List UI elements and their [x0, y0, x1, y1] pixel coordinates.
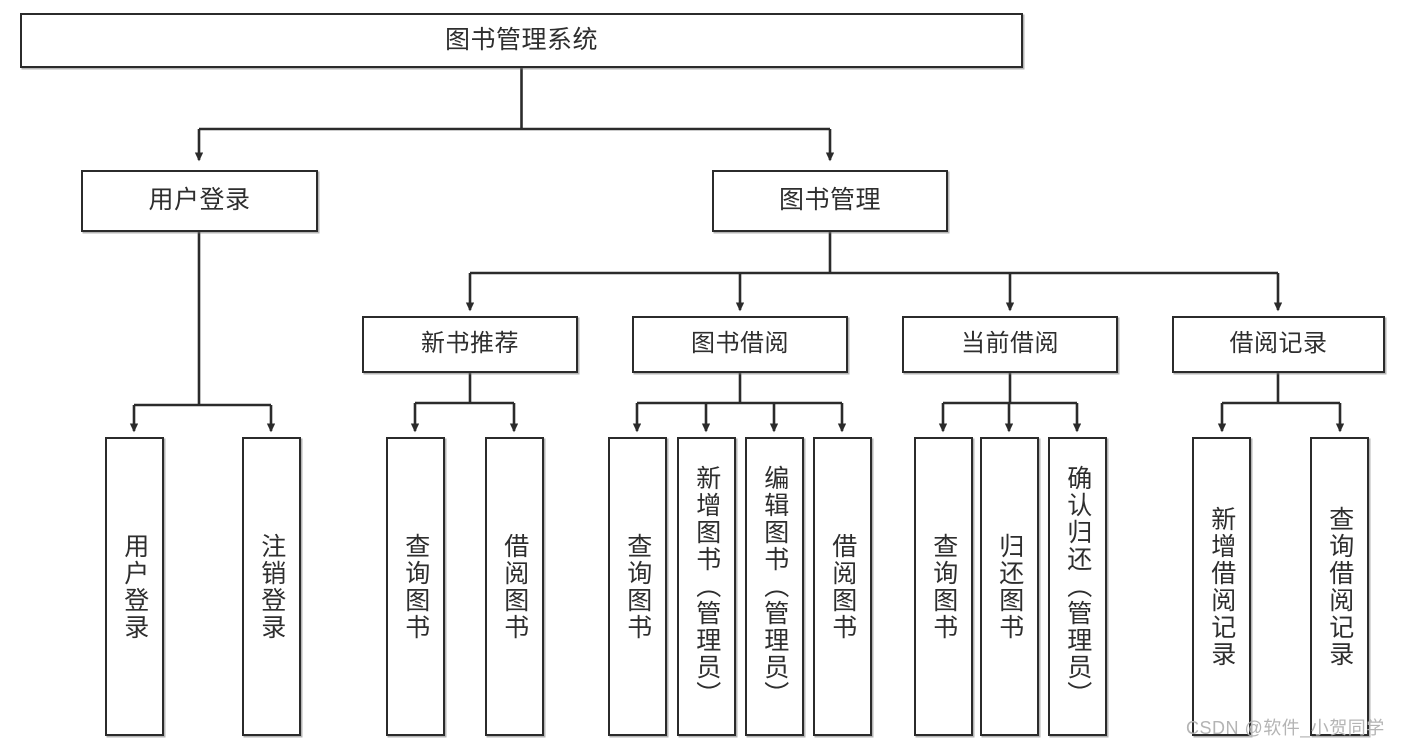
- node-label: 新增图书（管理员）: [692, 465, 721, 708]
- leaf-query-book-current[interactable]: 查询图书: [914, 437, 973, 736]
- node-book-borrowing[interactable]: 图书借阅: [632, 316, 848, 373]
- node-label: 用户登录: [120, 532, 149, 641]
- node-label: 借阅图书: [500, 532, 529, 641]
- leaf-logout[interactable]: 注销登录: [242, 437, 301, 736]
- node-label: 借阅图书: [828, 532, 857, 641]
- watermark-text: CSDN @软件_小贺同学: [1186, 718, 1385, 738]
- node-label: 编辑图书（管理员）: [760, 465, 789, 708]
- node-new-book-recommendation[interactable]: 新书推荐: [362, 316, 578, 373]
- node-label: 图书借阅: [691, 330, 789, 358]
- node-label: 新书推荐: [421, 330, 519, 358]
- node-label: 新增借阅记录: [1207, 505, 1236, 668]
- node-borrowing-record[interactable]: 借阅记录: [1172, 316, 1385, 373]
- leaf-borrow-book[interactable]: 借阅图书: [813, 437, 872, 736]
- leaf-query-book-recommend[interactable]: 查询图书: [386, 437, 445, 736]
- node-label: 借阅记录: [1229, 330, 1328, 358]
- leaf-user-login[interactable]: 用户登录: [105, 437, 164, 736]
- node-label: 注销登录: [257, 532, 286, 641]
- node-label: 查询图书: [929, 532, 958, 641]
- node-label: 查询借阅记录: [1325, 505, 1354, 668]
- leaf-edit-book-admin[interactable]: 编辑图书（管理员）: [745, 437, 804, 736]
- node-root-book-management-system[interactable]: 图书管理系统: [20, 13, 1023, 68]
- node-label: 图书管理系统: [444, 25, 598, 54]
- leaf-add-book-admin[interactable]: 新增图书（管理员）: [677, 437, 736, 736]
- node-label: 当前借阅: [961, 330, 1059, 358]
- node-label: 归还图书: [995, 532, 1024, 641]
- leaf-borrow-book-recommend[interactable]: 借阅图书: [485, 437, 544, 736]
- node-label: 确认归还（管理员）: [1063, 465, 1092, 708]
- leaf-return-book[interactable]: 归还图书: [980, 437, 1039, 736]
- leaf-confirm-return-admin[interactable]: 确认归还（管理员）: [1048, 437, 1107, 736]
- node-label: 图书管理: [778, 186, 881, 215]
- node-book-management[interactable]: 图书管理: [712, 170, 948, 232]
- node-current-borrowing[interactable]: 当前借阅: [902, 316, 1118, 373]
- node-user-login[interactable]: 用户登录: [81, 170, 318, 232]
- leaf-query-borrow-record[interactable]: 查询借阅记录: [1310, 437, 1369, 736]
- leaf-query-book-borrow[interactable]: 查询图书: [608, 437, 667, 736]
- leaf-add-borrow-record[interactable]: 新增借阅记录: [1192, 437, 1251, 736]
- node-label: 查询图书: [401, 532, 430, 641]
- node-label: 用户登录: [148, 186, 251, 215]
- node-label: 查询图书: [623, 532, 652, 641]
